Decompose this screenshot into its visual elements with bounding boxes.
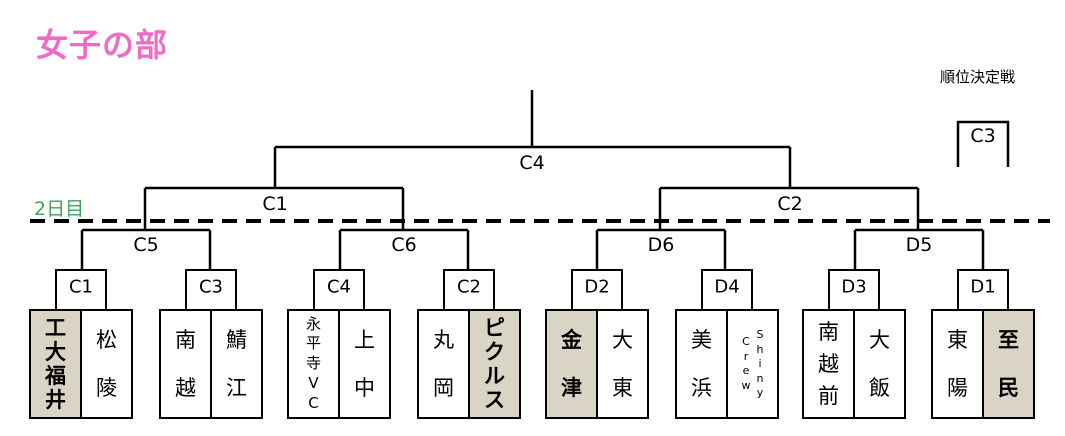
team-name: 松陵 <box>96 327 117 400</box>
slot-box <box>185 269 237 311</box>
team-name: 南越 <box>175 327 196 400</box>
third-place-label: C3 <box>970 125 995 147</box>
slot-label: D2 <box>584 277 609 298</box>
team-box <box>210 309 263 419</box>
team-box <box>159 309 212 419</box>
slot-box <box>828 269 880 311</box>
final-connector <box>273 90 792 188</box>
slot-label: C4 <box>327 277 351 298</box>
team-name: 南越前 <box>818 319 839 408</box>
team-name: 鯖江 <box>226 327 247 400</box>
qf1-connector <box>80 228 212 270</box>
team-box <box>468 309 521 419</box>
slot-box <box>701 269 753 311</box>
third-place-connector <box>956 120 1010 167</box>
team-name: 工大福井 <box>45 315 66 412</box>
qf4-label: D5 <box>906 234 933 256</box>
team-box <box>80 309 133 419</box>
slot-box <box>313 269 365 311</box>
ranking-match-label: 順位決定戦 <box>940 68 1016 86</box>
team-box <box>726 309 779 419</box>
slot-box <box>571 269 623 311</box>
slot-label: D3 <box>841 277 866 298</box>
slot-label: C1 <box>69 277 93 298</box>
team-box <box>287 309 340 419</box>
team-name: 東陽 <box>947 327 968 400</box>
final-label: C4 <box>519 152 544 174</box>
semi-left-label: C1 <box>262 193 287 215</box>
slot-label: D4 <box>714 277 739 298</box>
team-name: 大飯 <box>869 327 890 400</box>
slot-label: C3 <box>199 277 223 298</box>
team-box <box>802 309 855 419</box>
qf3-connector <box>595 228 727 270</box>
slot-box <box>957 269 1009 311</box>
slot-label: C2 <box>457 277 481 298</box>
team-box <box>675 309 728 419</box>
team-name: 上中 <box>354 327 375 400</box>
team-box <box>338 309 391 419</box>
day2-label: 2日目 <box>34 198 85 220</box>
qf3-label: D6 <box>648 234 675 256</box>
team-box <box>545 309 598 419</box>
team-name: ピクルス <box>484 315 505 412</box>
team-name: 至民 <box>998 327 1019 400</box>
team-box <box>853 309 906 419</box>
team-box <box>29 309 82 419</box>
qf4-connector <box>853 228 985 270</box>
qf2-connector <box>338 228 470 270</box>
team-name: 大東 <box>612 327 633 400</box>
team-box <box>596 309 649 419</box>
semi-right-label: C2 <box>777 193 802 215</box>
team-box <box>417 309 470 419</box>
qf1-label: C5 <box>133 234 158 256</box>
qf2-label: C6 <box>391 234 416 256</box>
team-name: 丸岡 <box>433 327 454 400</box>
team-name: 金津 <box>561 327 582 400</box>
team-name: 美浜 <box>691 327 712 400</box>
team-box <box>982 309 1035 419</box>
slot-label: D1 <box>970 277 995 298</box>
page-title: 女子の部 <box>36 26 169 64</box>
